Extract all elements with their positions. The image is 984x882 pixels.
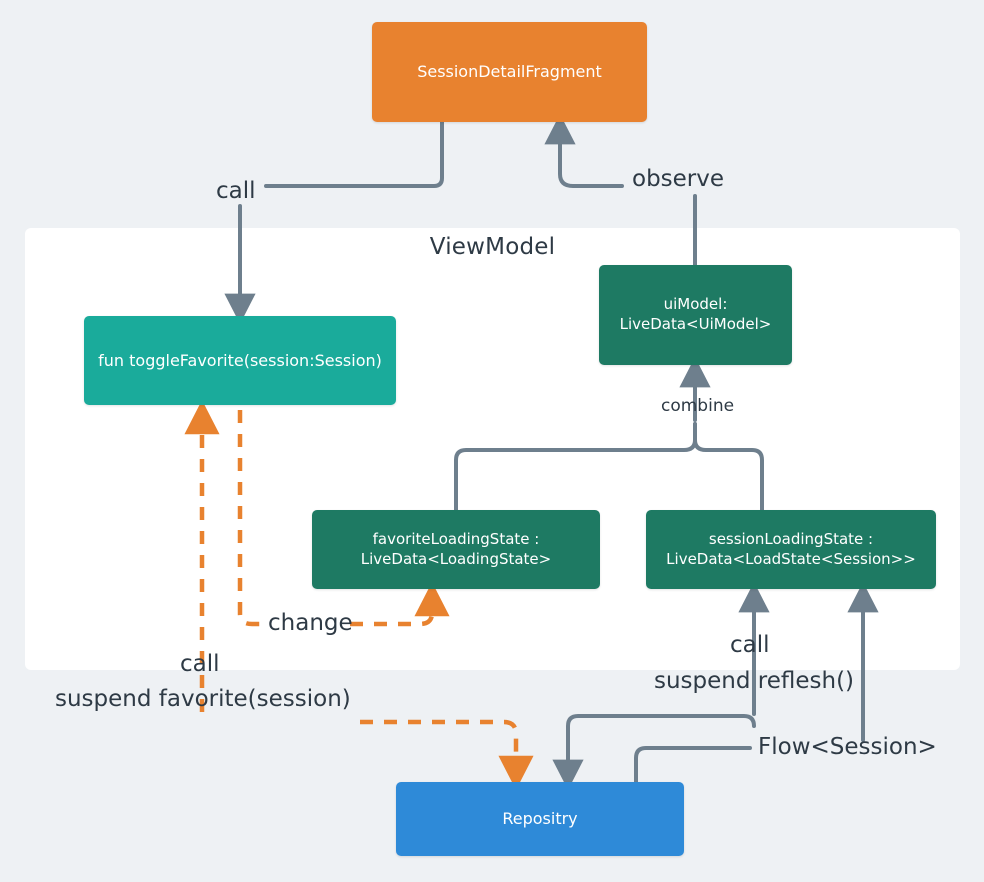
node-session-detail-fragment-label: SessionDetailFragment — [417, 62, 602, 82]
node-toggle-favorite[interactable]: fun toggleFavorite(session:Session) — [84, 316, 396, 405]
node-toggle-favorite-label: fun toggleFavorite(session:Session) — [98, 350, 382, 370]
edge-label-call-fragment-toggle: call — [216, 178, 256, 204]
edge-label-observe: observe — [632, 166, 725, 192]
edge-label-suspend-reflesh: suspend reflesh() — [654, 668, 855, 694]
edge-label-call-repo-sessionstate: call — [730, 632, 770, 658]
edge-observe-upper — [544, 113, 624, 188]
edge-flow-session-lower — [634, 746, 752, 784]
node-session-detail-fragment[interactable]: SessionDetailFragment — [372, 22, 647, 122]
node-favorite-loading-state-label: favoriteLoadingState : LiveData<LoadingS… — [360, 529, 552, 568]
edge-label-suspend-favorite: suspend favorite(session) — [55, 686, 351, 712]
edge-label-call-toggle-repo: call — [180, 651, 220, 677]
node-repository-label: Repositry — [502, 809, 578, 829]
edge-call-fragment-toggle-upper — [264, 120, 444, 188]
viewmodel-container — [25, 228, 960, 670]
node-ui-model-label: uiModel: LiveData<UiModel> — [619, 295, 772, 333]
edge-label-flow-session: Flow<Session> — [758, 734, 937, 760]
edge-call-sessionstate — [552, 714, 756, 791]
node-session-loading-state[interactable]: sessionLoadingState : LiveData<LoadState… — [646, 510, 936, 589]
edge-suspend-favorite-dashed — [360, 719, 534, 791]
viewmodel-title: ViewModel — [429, 234, 556, 260]
edge-label-combine: combine — [661, 396, 735, 416]
node-session-loading-state-label: sessionLoadingState : LiveData<LoadState… — [666, 529, 916, 568]
node-favorite-loading-state[interactable]: favoriteLoadingState : LiveData<LoadingS… — [312, 510, 600, 589]
node-repository[interactable]: Repositry — [396, 782, 684, 856]
edge-label-change: change — [268, 610, 353, 636]
node-ui-model[interactable]: uiModel: LiveData<UiModel> — [599, 265, 792, 365]
